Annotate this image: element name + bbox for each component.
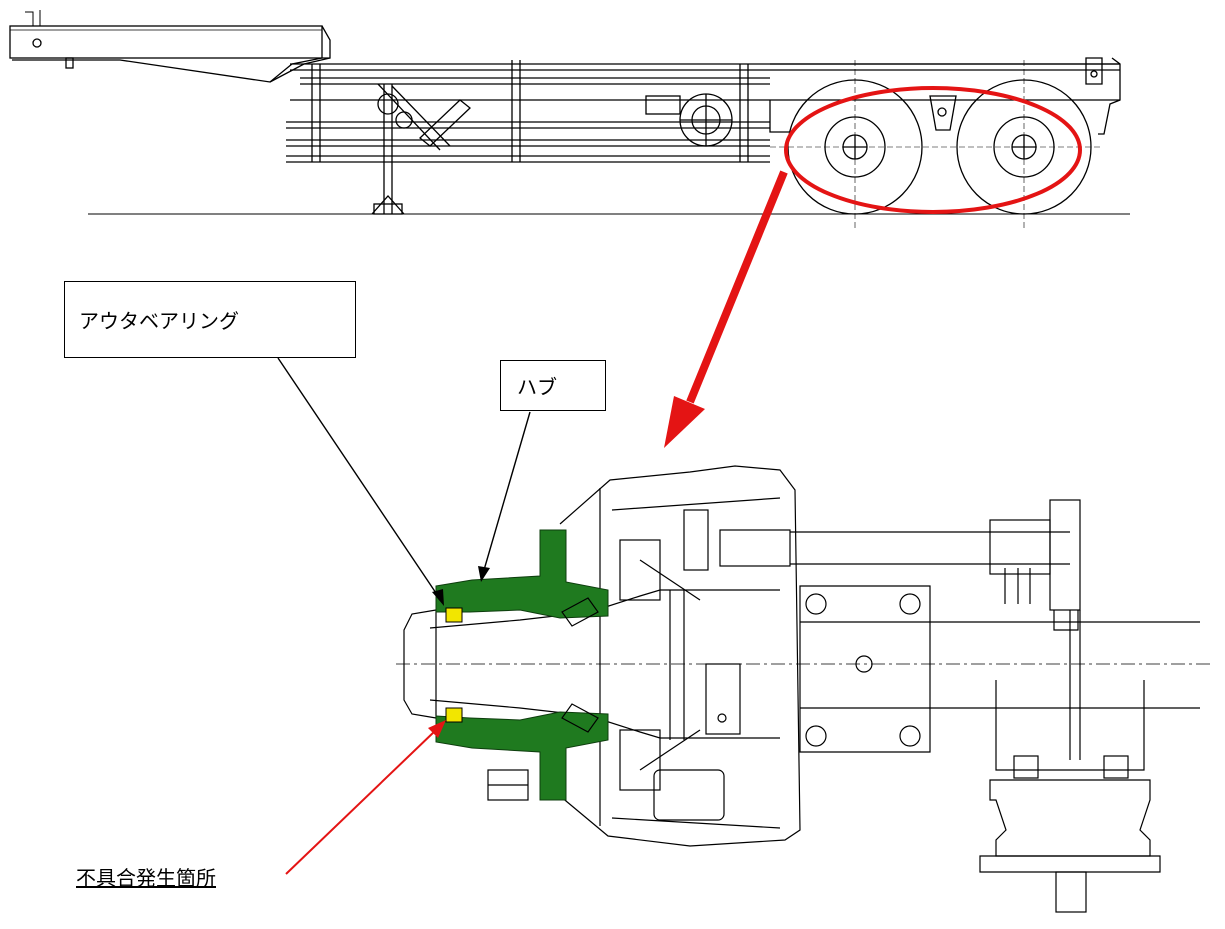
wheel-highlight-ellipse	[784, 86, 1082, 214]
hub-label: ハブ	[517, 375, 557, 399]
hub-shape	[435, 529, 609, 801]
hub-label-box: ハブ	[500, 360, 606, 411]
inner-bearing-shape	[561, 597, 599, 733]
hub-cross-section	[396, 465, 1210, 913]
outer-bearing-leader	[277, 357, 439, 597]
defect-leader	[285, 729, 437, 875]
outer-bearing-shape	[445, 607, 463, 723]
zoom-arrow	[664, 170, 788, 448]
hub-leader	[483, 411, 531, 571]
trailer-side-view	[9, 10, 1130, 230]
outer-bearing-label: アウタベアリング	[79, 309, 239, 333]
defect-location-label: 不具合発生箇所	[76, 866, 216, 890]
outer-bearing-label-box: アウタベアリング	[64, 281, 356, 358]
